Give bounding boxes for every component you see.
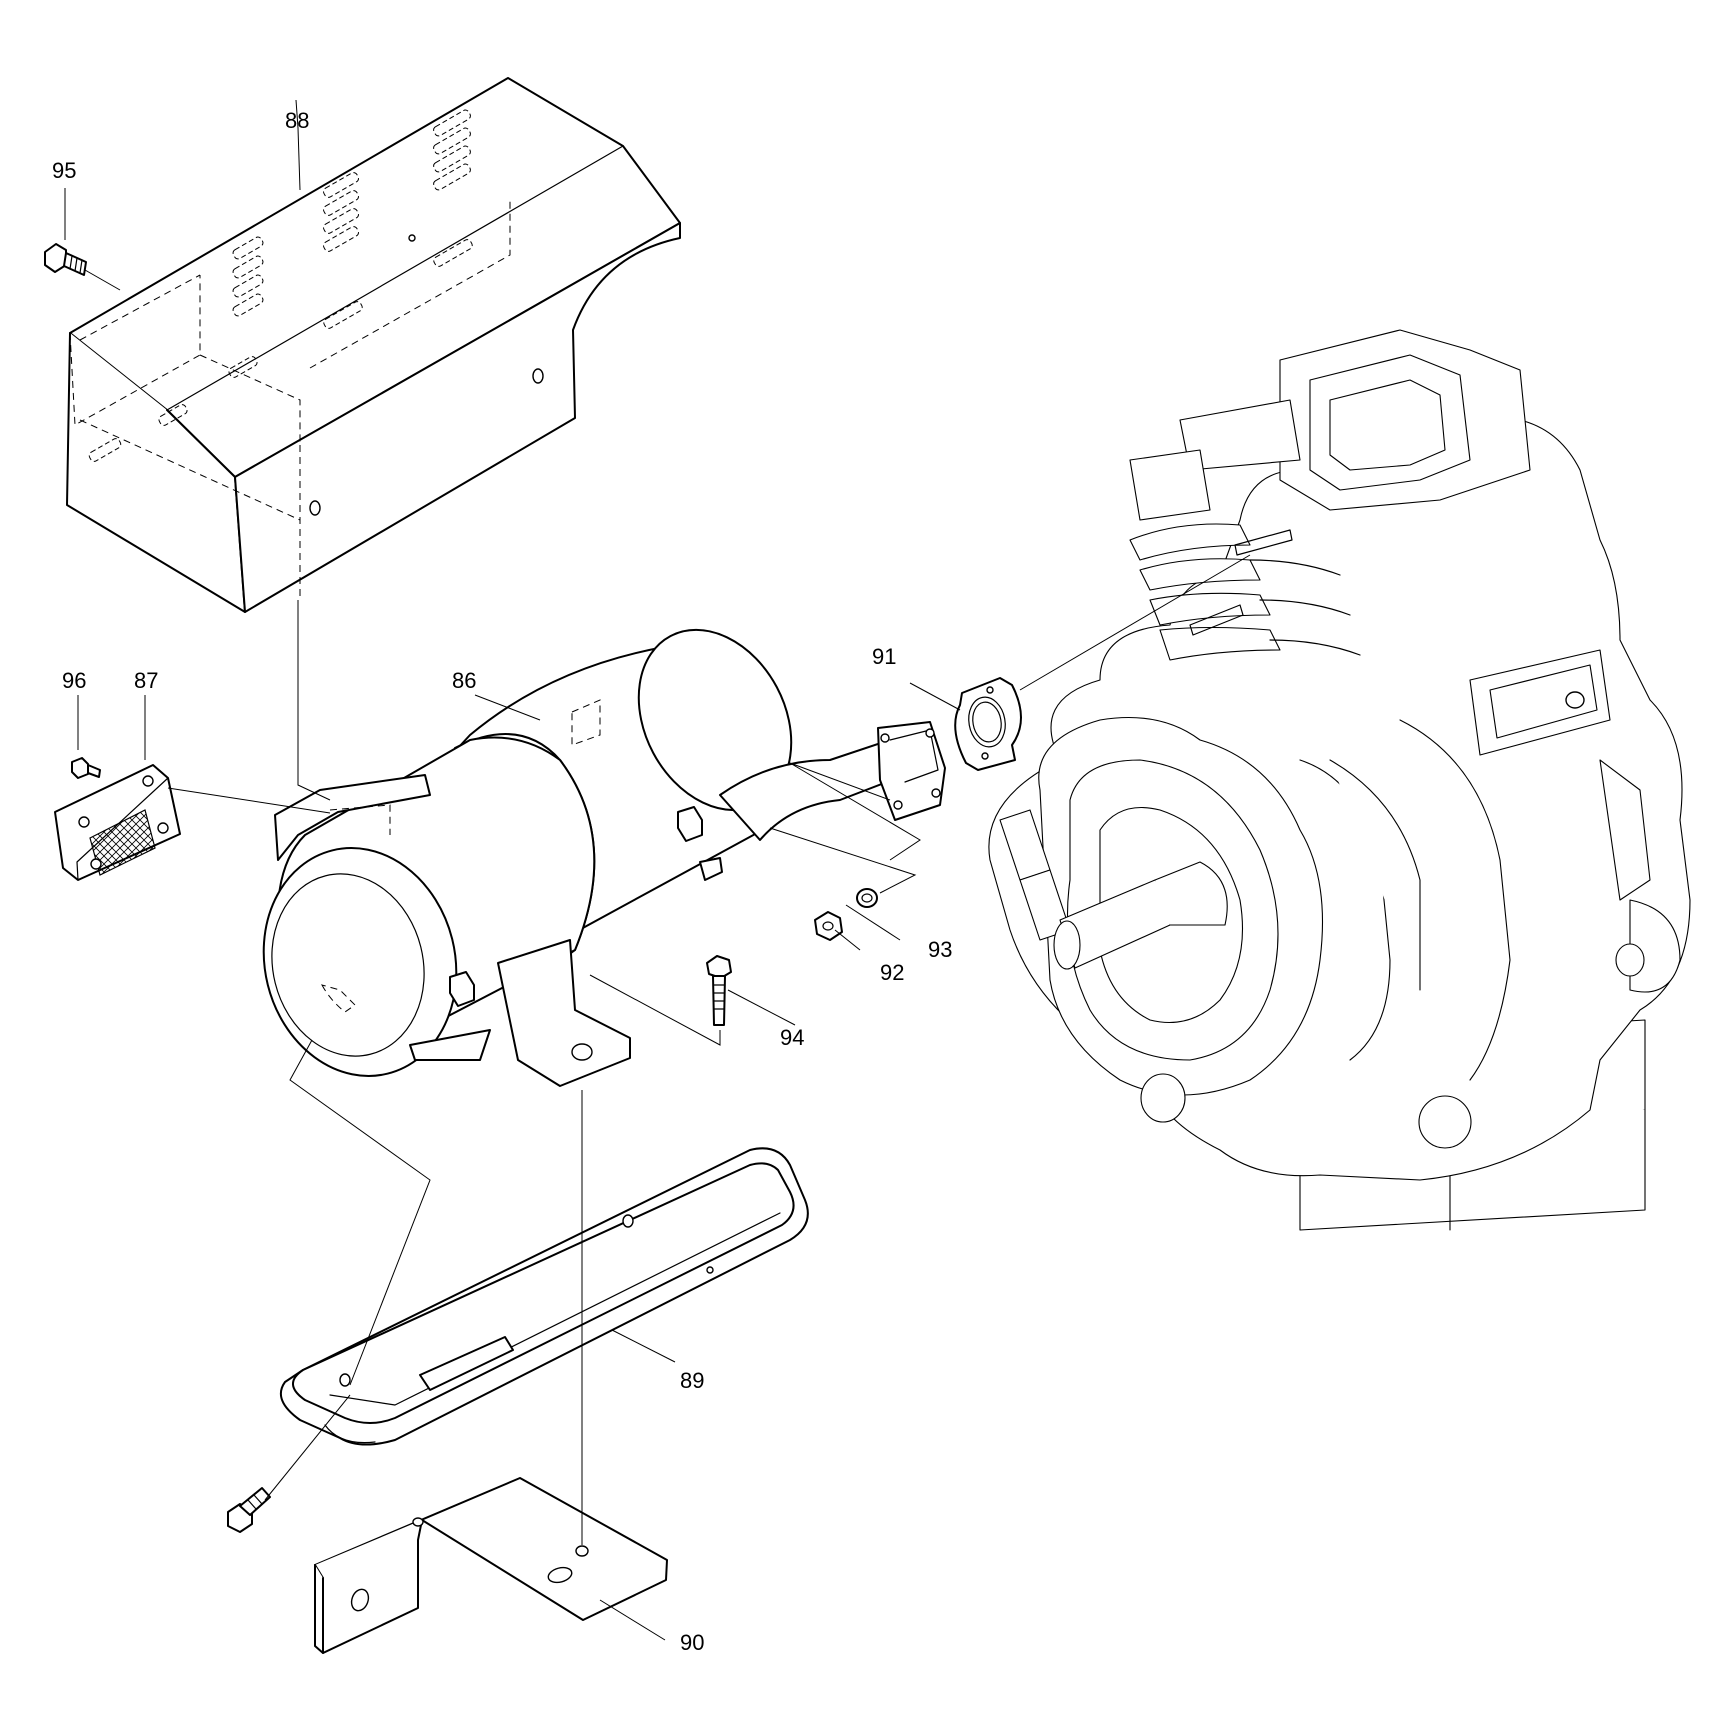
part-91-gasket — [954, 677, 1022, 771]
part-90-bracket — [314, 1477, 668, 1654]
callout-91: 91 — [872, 644, 896, 669]
engine-block — [988, 329, 1691, 1231]
callout-96: 96 — [62, 668, 86, 693]
callout-86: 86 — [452, 668, 476, 693]
part-88-heat-shield — [66, 77, 681, 613]
callout-94: 94 — [780, 1025, 804, 1050]
part-96-screw — [71, 757, 101, 779]
callout-93: 93 — [928, 937, 952, 962]
callout-87: 87 — [134, 668, 158, 693]
part-93-lock-washer — [856, 888, 878, 908]
callout-90: 90 — [680, 1630, 704, 1655]
leader-lines — [64, 99, 1251, 1641]
part-87-screen — [54, 764, 181, 881]
callout-92: 92 — [880, 960, 904, 985]
callout-95: 95 — [52, 158, 76, 183]
part-95-bolt — [44, 243, 87, 276]
part-92-nut — [814, 911, 843, 941]
tray-screw — [227, 1487, 271, 1533]
callout-labels: 88 95 96 87 86 91 93 92 94 89 90 — [52, 108, 952, 1655]
callout-88: 88 — [285, 108, 309, 133]
part-89-tray — [280, 1147, 809, 1446]
part-94-bolt — [706, 955, 732, 1026]
part-86-muffler — [262, 628, 946, 1087]
callout-89: 89 — [680, 1368, 704, 1393]
